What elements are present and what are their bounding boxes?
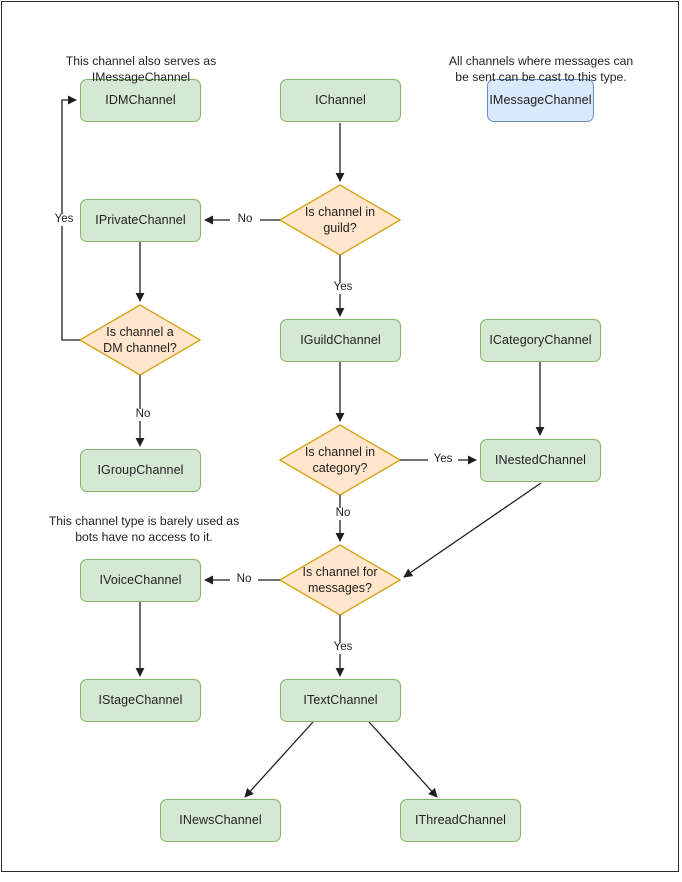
node-itextchannel[interactable]: ITextChannel xyxy=(280,679,401,722)
node-label: IPrivateChannel xyxy=(95,212,186,227)
annotation-text: This channel also serves as IMessageChan… xyxy=(65,54,217,85)
node-istagechannel[interactable]: IStageChannel xyxy=(80,679,201,722)
node-igroupchannel[interactable]: IGroupChannel xyxy=(80,449,201,492)
edge-label-dm-no: No xyxy=(129,408,157,421)
node-icategorychannel[interactable]: ICategoryChannel xyxy=(480,319,601,362)
node-label: IThreadChannel xyxy=(414,812,507,827)
edge-label-text: Yes xyxy=(333,641,353,653)
node-label: IVoiceChannel xyxy=(99,572,182,587)
edge-label-messages-yes: Yes xyxy=(328,641,358,654)
node-label: ITextChannel xyxy=(303,692,378,707)
node-label: IMessageChannel xyxy=(489,92,592,107)
node-label: IDMChannel xyxy=(105,92,176,107)
decision-is-dm[interactable]: Is channel a DM channel? xyxy=(80,305,200,375)
edge-label-guild-yes: Yes xyxy=(328,281,358,294)
node-label: INestedChannel xyxy=(494,452,587,467)
edge-label-guild-no: No xyxy=(230,213,260,226)
node-label: IGuildChannel xyxy=(300,332,381,347)
edge-itextchannel-ithreadchannel xyxy=(368,721,438,798)
node-idmchannel[interactable]: IDMChannel xyxy=(80,79,201,122)
edge-itextchannel-inewschannel xyxy=(244,721,314,798)
decision-label: Is channel for messages? xyxy=(302,564,378,595)
decision-for-messages[interactable]: Is channel for messages? xyxy=(280,545,400,615)
edge-label-text: No xyxy=(237,213,253,225)
edge-label-text: No xyxy=(135,408,151,420)
node-inestedchannel[interactable]: INestedChannel xyxy=(480,439,601,482)
edge-label-text: Yes xyxy=(333,281,353,293)
edge-label-category-no: No xyxy=(329,507,357,520)
decision-label: Is channel in guild? xyxy=(304,204,376,235)
node-label: ICategoryChannel xyxy=(489,332,592,347)
annotation-group-note: This channel type is barely used as bots… xyxy=(36,497,252,545)
node-inewschannel[interactable]: INewsChannel xyxy=(160,799,281,842)
node-imessagechannel[interactable]: IMessageChannel xyxy=(487,79,594,122)
decision-label: Is channel a DM channel? xyxy=(103,324,177,355)
edge-label-text: No xyxy=(335,507,351,519)
annotation-text: This channel type is barely used as bots… xyxy=(48,514,240,545)
edge-label-dm-yes: Yes xyxy=(49,213,79,226)
annotation-text: All channels where messages can be sent … xyxy=(448,54,634,85)
decision-in-guild[interactable]: Is channel in guild? xyxy=(280,185,400,255)
node-label: INewsChannel xyxy=(179,812,262,827)
node-label: IGroupChannel xyxy=(97,462,184,477)
decision-label: Is channel in category? xyxy=(304,444,376,475)
node-label: IStageChannel xyxy=(98,692,183,707)
edge-inestedchannel-for-messages xyxy=(403,482,542,578)
edge-label-messages-no: No xyxy=(230,573,258,586)
annotation-message-note: All channels where messages can be sent … xyxy=(435,37,647,85)
node-ivoicechannel[interactable]: IVoiceChannel xyxy=(80,559,201,602)
node-label: IChannel xyxy=(315,92,366,107)
edge-label-category-yes: Yes xyxy=(428,453,458,466)
edge-label-text: No xyxy=(236,573,252,585)
edge-label-text: Yes xyxy=(54,213,74,225)
node-ichannel[interactable]: IChannel xyxy=(280,79,401,122)
decision-in-category[interactable]: Is channel in category? xyxy=(280,425,400,495)
node-ithreadchannel[interactable]: IThreadChannel xyxy=(400,799,521,842)
node-iprivatechannel[interactable]: IPrivateChannel xyxy=(80,199,201,242)
edge-label-text: Yes xyxy=(433,453,453,465)
annotation-dm-note: This channel also serves as IMessageChan… xyxy=(55,37,227,85)
node-iguildchannel[interactable]: IGuildChannel xyxy=(280,319,401,362)
